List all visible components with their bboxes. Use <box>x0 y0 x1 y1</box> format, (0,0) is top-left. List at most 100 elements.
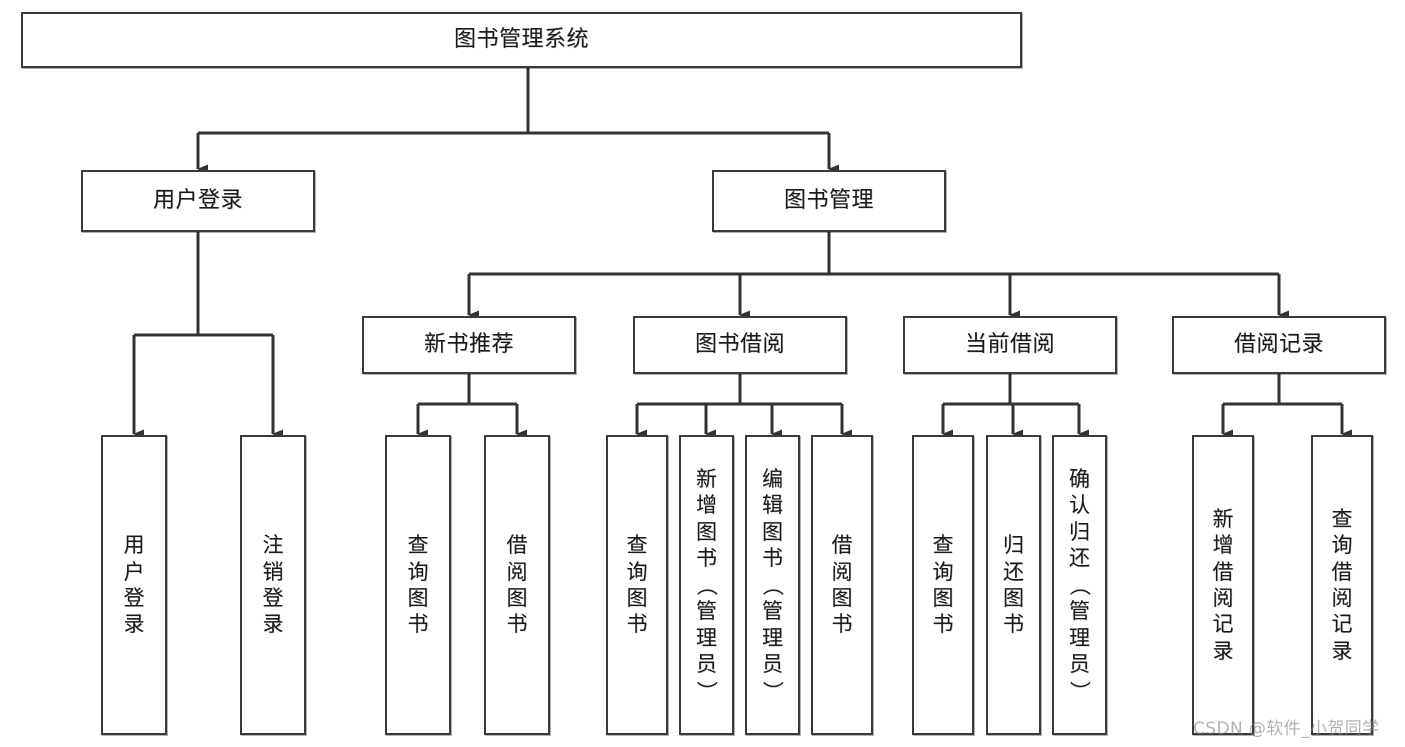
node-box-leaf-borrow-book-2[interactable]: 借阅图书 <box>811 435 873 735</box>
vertical-text-stack: 借阅图书 <box>507 532 528 638</box>
vertical-text-stack: 新增借阅记录 <box>1213 506 1234 665</box>
vertical-char: ） <box>1067 680 1092 702</box>
vertical-char: 管 <box>696 599 717 624</box>
vertical-char: 认 <box>1069 493 1090 518</box>
vertical-char: 管 <box>762 599 783 624</box>
node-label-leaf-return-book: 归还图书 <box>988 437 1039 733</box>
vertical-char: 录 <box>1331 638 1353 663</box>
node-box-book-borrow[interactable]: 图书借阅 <box>633 316 847 374</box>
node-label-leaf-query-borrow-rec: 查询借阅记录 <box>1313 437 1371 733</box>
vertical-char: ） <box>694 680 719 702</box>
node-box-leaf-confirm-return[interactable]: 确认归还（管理员） <box>1052 435 1107 735</box>
vertical-char: 录 <box>123 612 145 637</box>
vertical-char: 借 <box>1212 559 1234 584</box>
node-box-leaf-return-book[interactable]: 归还图书 <box>986 435 1041 735</box>
node-box-leaf-query-book-1[interactable]: 查询图书 <box>385 435 451 735</box>
vertical-char: 查 <box>626 533 648 558</box>
node-label-new-book-rec: 新书推荐 <box>423 332 514 358</box>
vertical-text-stack: 新增图书（管理员） <box>694 466 719 704</box>
vertical-char: 理 <box>696 625 717 650</box>
vertical-char: 询 <box>932 559 954 584</box>
node-box-leaf-query-borrow-rec[interactable]: 查询借阅记录 <box>1311 435 1373 735</box>
node-label-leaf-add-book-admin: 新增图书（管理员） <box>681 437 732 733</box>
node-box-leaf-logout-login[interactable]: 注销登录 <box>240 435 306 735</box>
vertical-char: 登 <box>123 586 145 610</box>
vertical-char: 图 <box>1003 586 1024 610</box>
vertical-char: 确 <box>1069 466 1090 491</box>
vertical-char: 录 <box>262 612 284 637</box>
vertical-text-stack: 查询借阅记录 <box>1332 506 1353 665</box>
vertical-char: 借 <box>506 533 528 558</box>
node-box-leaf-edit-book-admin[interactable]: 编辑图书（管理员） <box>745 435 800 735</box>
vertical-char: 用 <box>123 533 145 558</box>
node-label-leaf-logout-login: 注销登录 <box>242 437 304 733</box>
vertical-char: 记 <box>1212 612 1234 637</box>
vertical-char: 管 <box>1069 599 1090 624</box>
node-box-leaf-add-borrow-rec[interactable]: 新增借阅记录 <box>1192 435 1254 735</box>
node-box-leaf-add-book-admin[interactable]: 新增图书（管理员） <box>679 435 734 735</box>
vertical-char: 查 <box>932 533 954 558</box>
vertical-char: 增 <box>1212 533 1234 558</box>
vertical-char: 查 <box>1331 506 1353 531</box>
vertical-char: 销 <box>262 559 284 584</box>
vertical-char: 新 <box>1212 506 1234 531</box>
node-label-leaf-query-book-1: 查询图书 <box>387 437 449 733</box>
node-box-leaf-query-book-2[interactable]: 查询图书 <box>606 435 668 735</box>
vertical-char: 图 <box>506 586 528 610</box>
node-box-borrow-record[interactable]: 借阅记录 <box>1172 316 1386 374</box>
vertical-char: 阅 <box>831 559 853 584</box>
vertical-char: 增 <box>696 493 717 518</box>
node-label-leaf-add-borrow-rec: 新增借阅记录 <box>1194 437 1252 733</box>
vertical-text-stack: 用户登录 <box>124 532 145 638</box>
node-box-leaf-borrow-book-1[interactable]: 借阅图书 <box>484 435 550 735</box>
node-box-user-login[interactable]: 用户登录 <box>81 170 315 232</box>
csdn-watermark: CSDN @软件_小贺同学 <box>1193 719 1380 739</box>
node-box-book-manage[interactable]: 图书管理 <box>712 170 946 232</box>
node-label-leaf-confirm-return: 确认归还（管理员） <box>1054 437 1105 733</box>
vertical-char: 编 <box>762 466 783 491</box>
vertical-char: 图 <box>407 586 429 610</box>
node-label-root: 图书管理系统 <box>453 27 589 53</box>
vertical-char: 阅 <box>1212 586 1234 610</box>
node-label-leaf-edit-book-admin: 编辑图书（管理员） <box>747 437 798 733</box>
vertical-text-stack: 确认归还（管理员） <box>1067 466 1092 704</box>
node-box-leaf-user-login[interactable]: 用户登录 <box>101 435 167 735</box>
vertical-text-stack: 查询图书 <box>933 532 954 638</box>
vertical-char: 查 <box>407 533 429 558</box>
node-box-leaf-query-book-3[interactable]: 查询图书 <box>912 435 974 735</box>
node-box-root[interactable]: 图书管理系统 <box>21 12 1022 68</box>
node-box-new-book-rec[interactable]: 新书推荐 <box>362 316 576 374</box>
vertical-char: 借 <box>831 533 853 558</box>
vertical-char: 阅 <box>506 559 528 584</box>
vertical-char: 图 <box>762 519 783 544</box>
vertical-text-stack: 查询图书 <box>627 532 648 638</box>
vertical-char: 询 <box>626 559 648 584</box>
vertical-char: 书 <box>1003 612 1024 637</box>
vertical-char: 书 <box>932 612 954 637</box>
vertical-char: 书 <box>626 612 648 637</box>
vertical-char: 注 <box>262 533 284 558</box>
node-label-leaf-user-login: 用户登录 <box>103 437 165 733</box>
node-label-user-login: 用户登录 <box>152 188 243 214</box>
vertical-char: 图 <box>831 586 853 610</box>
node-label-book-borrow: 图书借阅 <box>694 332 785 358</box>
vertical-char: 书 <box>407 612 429 637</box>
vertical-char: 借 <box>1331 559 1353 584</box>
node-label-borrow-record: 借阅记录 <box>1233 332 1324 358</box>
vertical-char: 书 <box>831 612 853 637</box>
vertical-char: 还 <box>1069 546 1090 571</box>
vertical-char: 图 <box>696 519 717 544</box>
vertical-char: 还 <box>1003 559 1024 584</box>
vertical-char: （ <box>694 574 719 596</box>
vertical-char: 理 <box>762 625 783 650</box>
node-label-leaf-query-book-3: 查询图书 <box>914 437 972 733</box>
node-box-current-borrow[interactable]: 当前借阅 <box>903 316 1117 374</box>
node-label-leaf-borrow-book-2: 借阅图书 <box>813 437 871 733</box>
vertical-char: 新 <box>696 466 717 491</box>
vertical-char: 辑 <box>762 493 783 518</box>
vertical-char: （ <box>1067 574 1092 596</box>
vertical-text-stack: 编辑图书（管理员） <box>761 466 785 704</box>
vertical-char: 登 <box>262 586 284 610</box>
node-label-book-manage: 图书管理 <box>783 188 874 214</box>
